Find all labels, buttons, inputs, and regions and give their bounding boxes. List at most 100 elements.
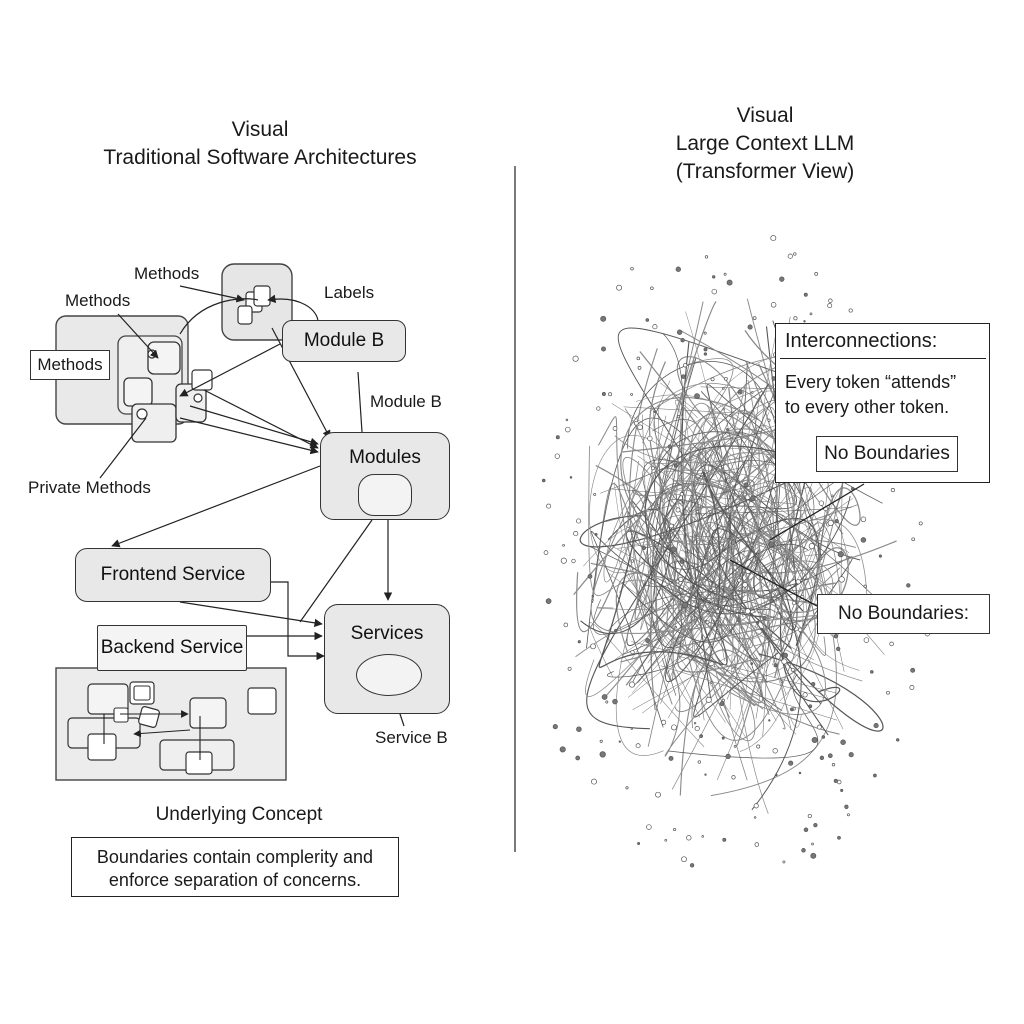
attention-curve <box>588 445 727 674</box>
token-dot <box>753 816 757 819</box>
attention-curve <box>648 361 762 658</box>
services-inner-shape <box>356 654 422 696</box>
arrow-to-modules <box>271 327 331 439</box>
token-dot <box>594 532 598 536</box>
token-dot <box>652 324 658 330</box>
attention-line <box>805 553 828 556</box>
label-methods-mid: Methods <box>65 291 131 310</box>
token-dot <box>906 583 911 588</box>
attention-line <box>660 412 769 704</box>
right-title-line3: (Transformer View) <box>675 160 855 183</box>
token-dot <box>790 707 794 712</box>
frontend-service-box: Frontend Service <box>75 548 271 602</box>
token-dot <box>701 835 704 838</box>
attention-line <box>659 382 765 464</box>
attention-line <box>729 398 760 623</box>
token-dot <box>870 670 874 674</box>
token-dot <box>572 355 579 362</box>
token-dot <box>767 418 771 422</box>
token-dot <box>811 736 818 744</box>
attention-line <box>748 583 787 695</box>
token-dot <box>791 600 797 606</box>
token-dot <box>571 558 576 564</box>
attention-line <box>769 569 801 643</box>
attention-line <box>611 488 797 505</box>
attention-curve <box>665 506 852 658</box>
attention-curve <box>631 468 722 628</box>
token-dot <box>747 324 753 330</box>
token-dot <box>676 329 683 335</box>
attention-curve <box>627 475 704 548</box>
no-boundaries-callout: No Boundaries: <box>817 594 990 634</box>
token-dot <box>552 724 558 730</box>
connector-module-b <box>357 371 363 433</box>
token-dot <box>756 744 761 749</box>
token-dot <box>710 377 715 382</box>
token-dot <box>756 621 760 624</box>
attention-curve <box>644 447 744 618</box>
token-dot <box>704 773 707 776</box>
token-dot <box>587 574 593 579</box>
token-dot <box>725 753 731 760</box>
backend-component <box>133 685 151 701</box>
token-dot <box>630 649 635 655</box>
token-dot <box>795 579 801 585</box>
token-dot <box>750 662 754 665</box>
token-dot <box>733 745 737 748</box>
token-dot <box>697 760 701 764</box>
attention-line <box>632 484 824 693</box>
backend-service-box: Backend Service <box>97 625 247 671</box>
token-dot <box>554 453 560 459</box>
token-dot <box>560 557 567 564</box>
token-dot <box>679 492 684 497</box>
token-dot <box>612 426 618 431</box>
token-dot <box>809 312 813 316</box>
token-dot <box>738 392 741 395</box>
token-dot <box>600 315 607 322</box>
label-private-methods: Private Methods <box>28 478 151 497</box>
attention-line <box>623 406 753 415</box>
token-dot <box>711 288 718 295</box>
token-dot <box>863 637 870 643</box>
token-dot <box>863 584 867 588</box>
arrow-frontend-services <box>179 601 323 627</box>
token-dot <box>591 595 594 598</box>
token-dot <box>860 516 867 523</box>
token-dot <box>886 690 890 695</box>
token-dot <box>722 408 725 411</box>
attention-curve <box>676 590 826 715</box>
backend-arrow <box>133 729 191 738</box>
token-dot <box>811 842 814 846</box>
backend-component <box>247 687 277 715</box>
token-dot <box>827 753 833 759</box>
token-dot <box>793 316 798 321</box>
attention-curve <box>585 518 868 697</box>
attention-line <box>801 474 845 672</box>
attention-curve <box>591 483 840 735</box>
token-dot <box>705 620 710 625</box>
attention-line <box>641 660 713 714</box>
token-dot <box>770 302 777 308</box>
callout-heading-rule <box>780 358 986 359</box>
token-dot <box>731 775 736 780</box>
attention-line <box>679 656 827 699</box>
attention-line <box>642 380 671 444</box>
token-dot <box>637 366 642 370</box>
token-dot <box>911 537 916 542</box>
arrow-to-modules <box>179 417 319 455</box>
token-dot <box>840 739 846 745</box>
attention-curve <box>624 408 670 559</box>
token-dot <box>676 415 681 419</box>
token-dot <box>625 786 629 790</box>
attention-line <box>627 643 697 698</box>
backend-component <box>185 751 213 775</box>
token-dot <box>896 738 900 742</box>
token-dot <box>641 545 647 551</box>
callout-text-line2: to every other token. <box>785 397 950 417</box>
right-title-line2: Large Context LLM <box>675 132 855 155</box>
token-dot <box>768 719 771 722</box>
attention-line <box>626 571 701 718</box>
token-dot <box>798 627 803 632</box>
